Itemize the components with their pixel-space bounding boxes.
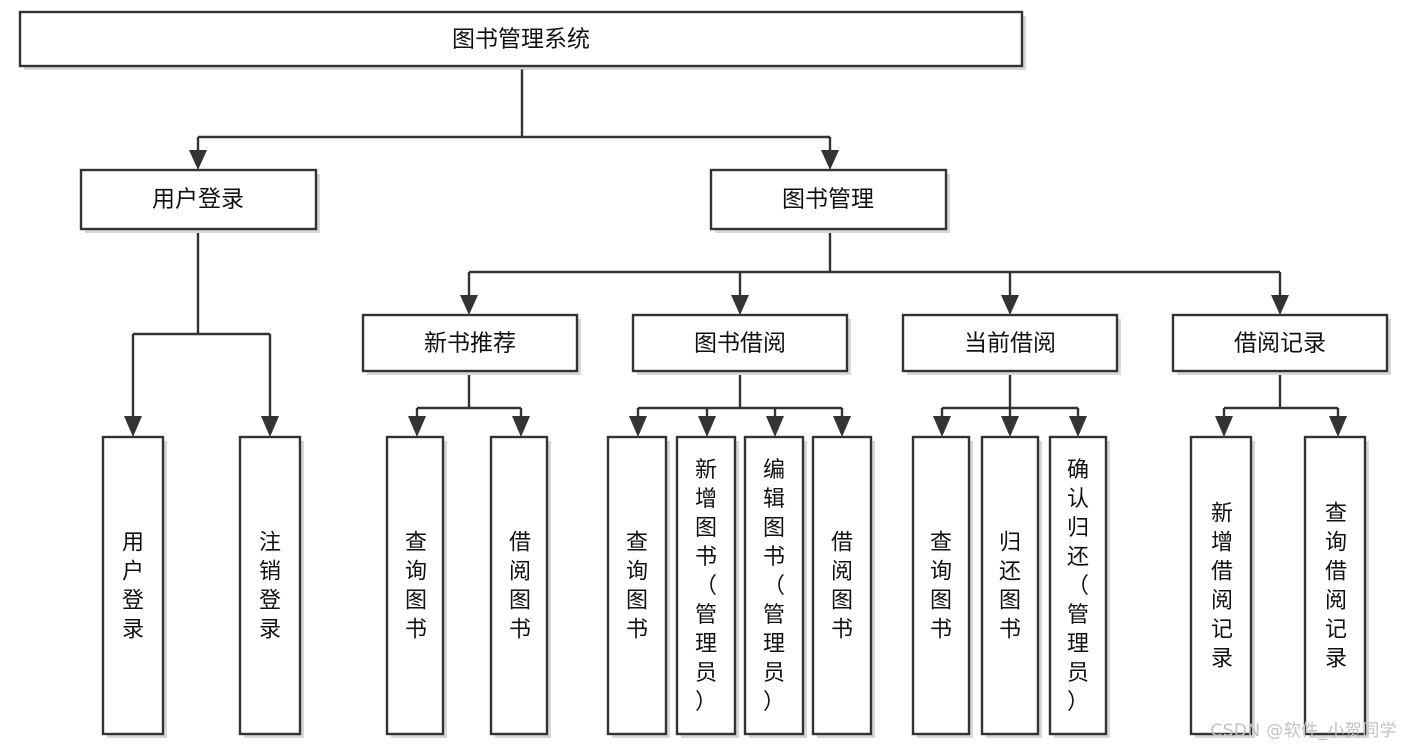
arrow-head-borrow-leaf-4 <box>833 416 851 437</box>
node-leaf-current-1-label: 查询图书 <box>930 531 952 643</box>
node-leaf-borrow-2-rect[interactable] <box>675 435 737 736</box>
node-leaf-records-2-label: 查询借阅记录 <box>1325 502 1347 672</box>
node-leaf-login-2-label: 注销登录 <box>259 531 281 643</box>
arrow-head-login-leaf-2 <box>261 416 279 437</box>
node-leaf-borrow-2[interactable]: 新增图书（管理员） <box>675 435 739 738</box>
node-leaf-borrow-4-rect[interactable] <box>811 435 873 736</box>
node-leaf-newbook-2-label: 借阅图书 <box>509 531 531 643</box>
arrow-head-borrow <box>731 295 749 315</box>
node-leaf-current-2-rect[interactable] <box>980 435 1040 736</box>
node-leaf-current-1-rect[interactable] <box>911 435 971 736</box>
node-leaf-borrow-3-rect[interactable] <box>743 435 805 736</box>
node-leaf-borrow-3-label: 编辑图书（管理员） <box>763 458 785 715</box>
node-leaf-current-1[interactable]: 查询图书 <box>911 435 973 738</box>
arrow-head-root-bookmgmt <box>821 150 839 170</box>
arrow-head-records-leaf-2 <box>1329 416 1347 437</box>
node-newbook-label: 新书推荐 <box>424 331 516 357</box>
node-current[interactable]: 当前借阅 <box>901 313 1121 375</box>
arrow-head-current <box>1001 295 1019 315</box>
arrow-head-records-leaf-1 <box>1215 416 1233 437</box>
node-leaf-borrow-1[interactable]: 查询图书 <box>606 435 670 738</box>
node-leaf-borrow-4[interactable]: 借阅图书 <box>811 435 875 738</box>
node-leaf-borrow-2-label: 新增图书（管理员） <box>695 458 717 715</box>
node-records-label: 借阅记录 <box>1234 331 1326 357</box>
node-leaf-current-3[interactable]: 确认归还（管理员） <box>1048 435 1110 738</box>
node-bookmgmt-rect[interactable] <box>709 168 948 231</box>
arrow-head-current-leaf-1 <box>933 416 951 437</box>
node-borrow-label: 图书借阅 <box>694 331 786 357</box>
arrow-head-borrow-leaf-2 <box>698 416 716 437</box>
node-current-rect[interactable] <box>901 313 1119 373</box>
node-leaf-login-1-label: 用户登录 <box>122 531 144 643</box>
node-leaf-newbook-1[interactable]: 查询图书 <box>385 435 447 738</box>
node-records-rect[interactable] <box>1171 313 1389 373</box>
node-leaf-current-2-label: 归还图书 <box>999 531 1021 643</box>
node-leaf-records-1[interactable]: 新增借阅记录 <box>1189 435 1255 738</box>
node-layer: 图书管理系统 用户登录 图书管理 新书推荐 <box>18 10 1391 738</box>
node-newbook[interactable]: 新书推荐 <box>361 313 581 375</box>
node-leaf-login-1[interactable]: 用户登录 <box>101 435 167 738</box>
arrow-head-current-leaf-3 <box>1069 416 1087 437</box>
node-leaf-newbook-2-rect[interactable] <box>489 435 549 736</box>
node-leaf-newbook-1-rect[interactable] <box>385 435 445 736</box>
node-current-label: 当前借阅 <box>964 331 1056 357</box>
node-leaf-login-2[interactable]: 注销登录 <box>238 435 304 738</box>
node-leaf-newbook-2[interactable]: 借阅图书 <box>489 435 551 738</box>
node-records[interactable]: 借阅记录 <box>1171 313 1391 375</box>
arrow-head-borrow-leaf-3 <box>766 416 784 437</box>
arrow-head-login-leaf-1 <box>124 416 142 437</box>
node-leaf-current-3-rect[interactable] <box>1048 435 1108 736</box>
node-leaf-records-2[interactable]: 查询借阅记录 <box>1303 435 1369 738</box>
node-leaf-borrow-1-label: 查询图书 <box>626 531 648 643</box>
csdn-watermark: CSDN @软件_小贺同学 <box>1210 721 1397 741</box>
node-leaf-login-1-rect[interactable] <box>101 435 165 736</box>
node-login-label: 用户登录 <box>152 187 244 213</box>
node-login-rect[interactable] <box>79 168 318 231</box>
arrow-head-newbook-leaf-1 <box>408 416 426 437</box>
arrow-head-newbook-leaf-2 <box>512 416 530 437</box>
node-root-rect[interactable] <box>18 10 1024 68</box>
node-borrow[interactable]: 图书借阅 <box>631 313 851 375</box>
node-borrow-rect[interactable] <box>631 313 849 373</box>
node-root-label: 图书管理系统 <box>452 27 590 53</box>
node-leaf-records-1-label: 新增借阅记录 <box>1211 502 1233 672</box>
node-bookmgmt-label: 图书管理 <box>782 187 874 213</box>
node-leaf-login-2-rect[interactable] <box>238 435 302 736</box>
node-root[interactable]: 图书管理系统 <box>18 10 1026 70</box>
node-newbook-rect[interactable] <box>361 313 579 373</box>
node-leaf-records-1-rect[interactable] <box>1189 435 1253 736</box>
arrow-head-root-login <box>189 150 207 170</box>
node-leaf-borrow-3[interactable]: 编辑图书（管理员） <box>743 435 807 738</box>
arrow-head-records <box>1271 295 1289 315</box>
arrow-head-borrow-leaf-1 <box>629 416 647 437</box>
arrow-head-newbook <box>460 295 478 315</box>
node-leaf-borrow-4-label: 借阅图书 <box>831 531 853 643</box>
node-leaf-current-2[interactable]: 归还图书 <box>980 435 1042 738</box>
node-leaf-records-2-rect[interactable] <box>1303 435 1367 736</box>
node-login[interactable]: 用户登录 <box>79 168 320 233</box>
node-leaf-newbook-1-label: 查询图书 <box>405 531 427 643</box>
node-leaf-current-3-label: 确认归还（管理员） <box>1067 458 1089 715</box>
node-bookmgmt[interactable]: 图书管理 <box>709 168 950 233</box>
node-leaf-borrow-1-rect[interactable] <box>606 435 668 736</box>
arrow-head-current-leaf-2 <box>1001 416 1019 437</box>
edge-layer <box>124 69 1347 437</box>
